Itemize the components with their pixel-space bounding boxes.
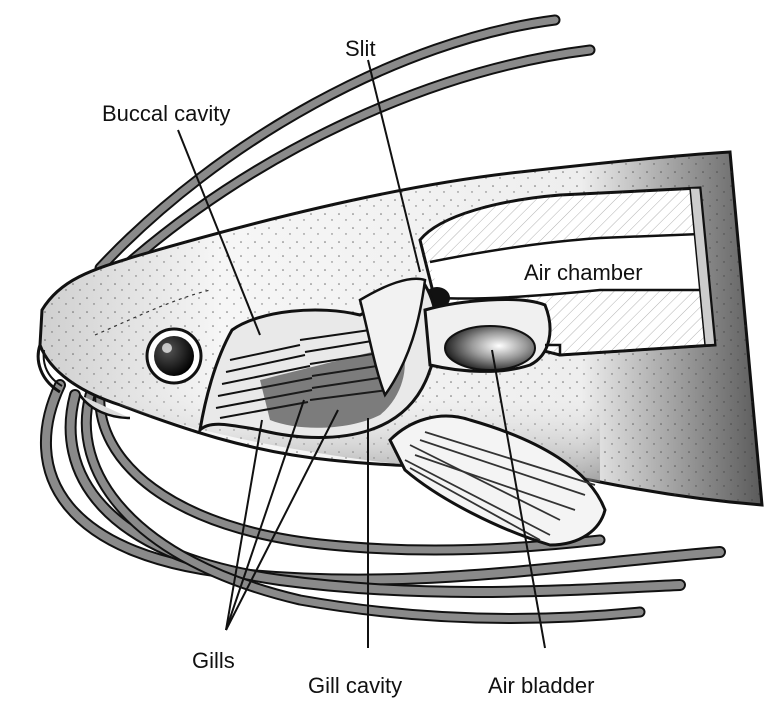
- pectoral-fin: [388, 414, 607, 547]
- eye: [145, 327, 203, 385]
- label-air-bladder: Air bladder: [488, 673, 594, 698]
- label-slit: Slit: [345, 36, 376, 61]
- upper-barbels: [94, 14, 596, 274]
- label-buccal-cavity: Buccal cavity: [102, 101, 230, 126]
- gill-region: [197, 277, 439, 439]
- mouth: [36, 344, 131, 420]
- label-gill-cavity: Gill cavity: [308, 673, 402, 698]
- air-bladder: [423, 298, 716, 373]
- leader-lines: [177, 59, 546, 649]
- label-gills: Gills: [192, 648, 235, 673]
- label-air-chamber: Air chamber: [524, 260, 643, 285]
- lower-barbels: [40, 379, 726, 624]
